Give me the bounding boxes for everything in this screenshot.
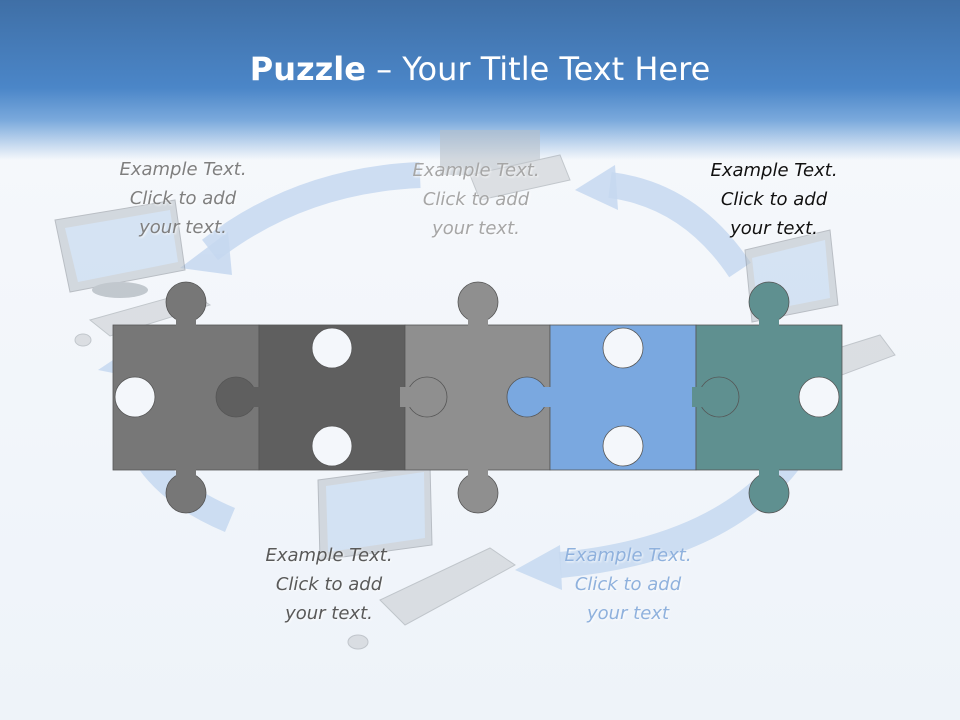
label-line: Click to add: [720, 189, 828, 210]
label-line: Click to add: [275, 574, 383, 595]
puzzle-holes: [114, 327, 840, 467]
puzzle-piece-3: [400, 281, 551, 514]
computer-bottom: [317, 464, 516, 650]
label-line: Example Text.: [265, 545, 393, 566]
label-line: your text.: [730, 218, 818, 239]
computer-left: [54, 199, 212, 347]
label-line: your text.: [139, 217, 227, 238]
computer-top: [440, 130, 571, 201]
arrowhead-top-right: [575, 165, 618, 210]
title-rest: – Your Title Text Here: [365, 50, 711, 88]
label-line: your text.: [285, 603, 373, 624]
label-line: your text: [586, 603, 670, 624]
label-line: Click to add: [422, 189, 530, 210]
label-line: Click to add: [129, 188, 237, 209]
slide-title[interactable]: Puzzle – Your Title Text Here: [0, 50, 960, 88]
text-placeholder-bottom-right[interactable]: Example Text. Click to add your text: [528, 541, 728, 628]
text-placeholder-top-right[interactable]: Example Text. Click to add your text.: [674, 156, 874, 243]
label-line: Example Text.: [119, 159, 247, 180]
arrow-top-right: [608, 172, 751, 278]
label-line: your text.: [432, 218, 520, 239]
label-line: Example Text.: [412, 160, 540, 181]
label-line: Example Text.: [564, 545, 692, 566]
text-placeholder-top-left[interactable]: Example Text. Click to add your text.: [83, 155, 283, 242]
puzzle-pieces: [112, 281, 843, 514]
text-placeholder-bottom-left[interactable]: Example Text. Click to add your text.: [229, 541, 429, 628]
arrowhead-top-left: [180, 232, 232, 275]
label-line: Click to add: [574, 574, 682, 595]
title-bold: Puzzle: [249, 50, 366, 88]
arrowhead-bottom-right: [515, 545, 562, 590]
label-line: Example Text.: [710, 160, 838, 181]
arrow-top-left: [202, 162, 421, 261]
text-placeholder-top-center[interactable]: Example Text. Click to add your text.: [376, 156, 576, 243]
